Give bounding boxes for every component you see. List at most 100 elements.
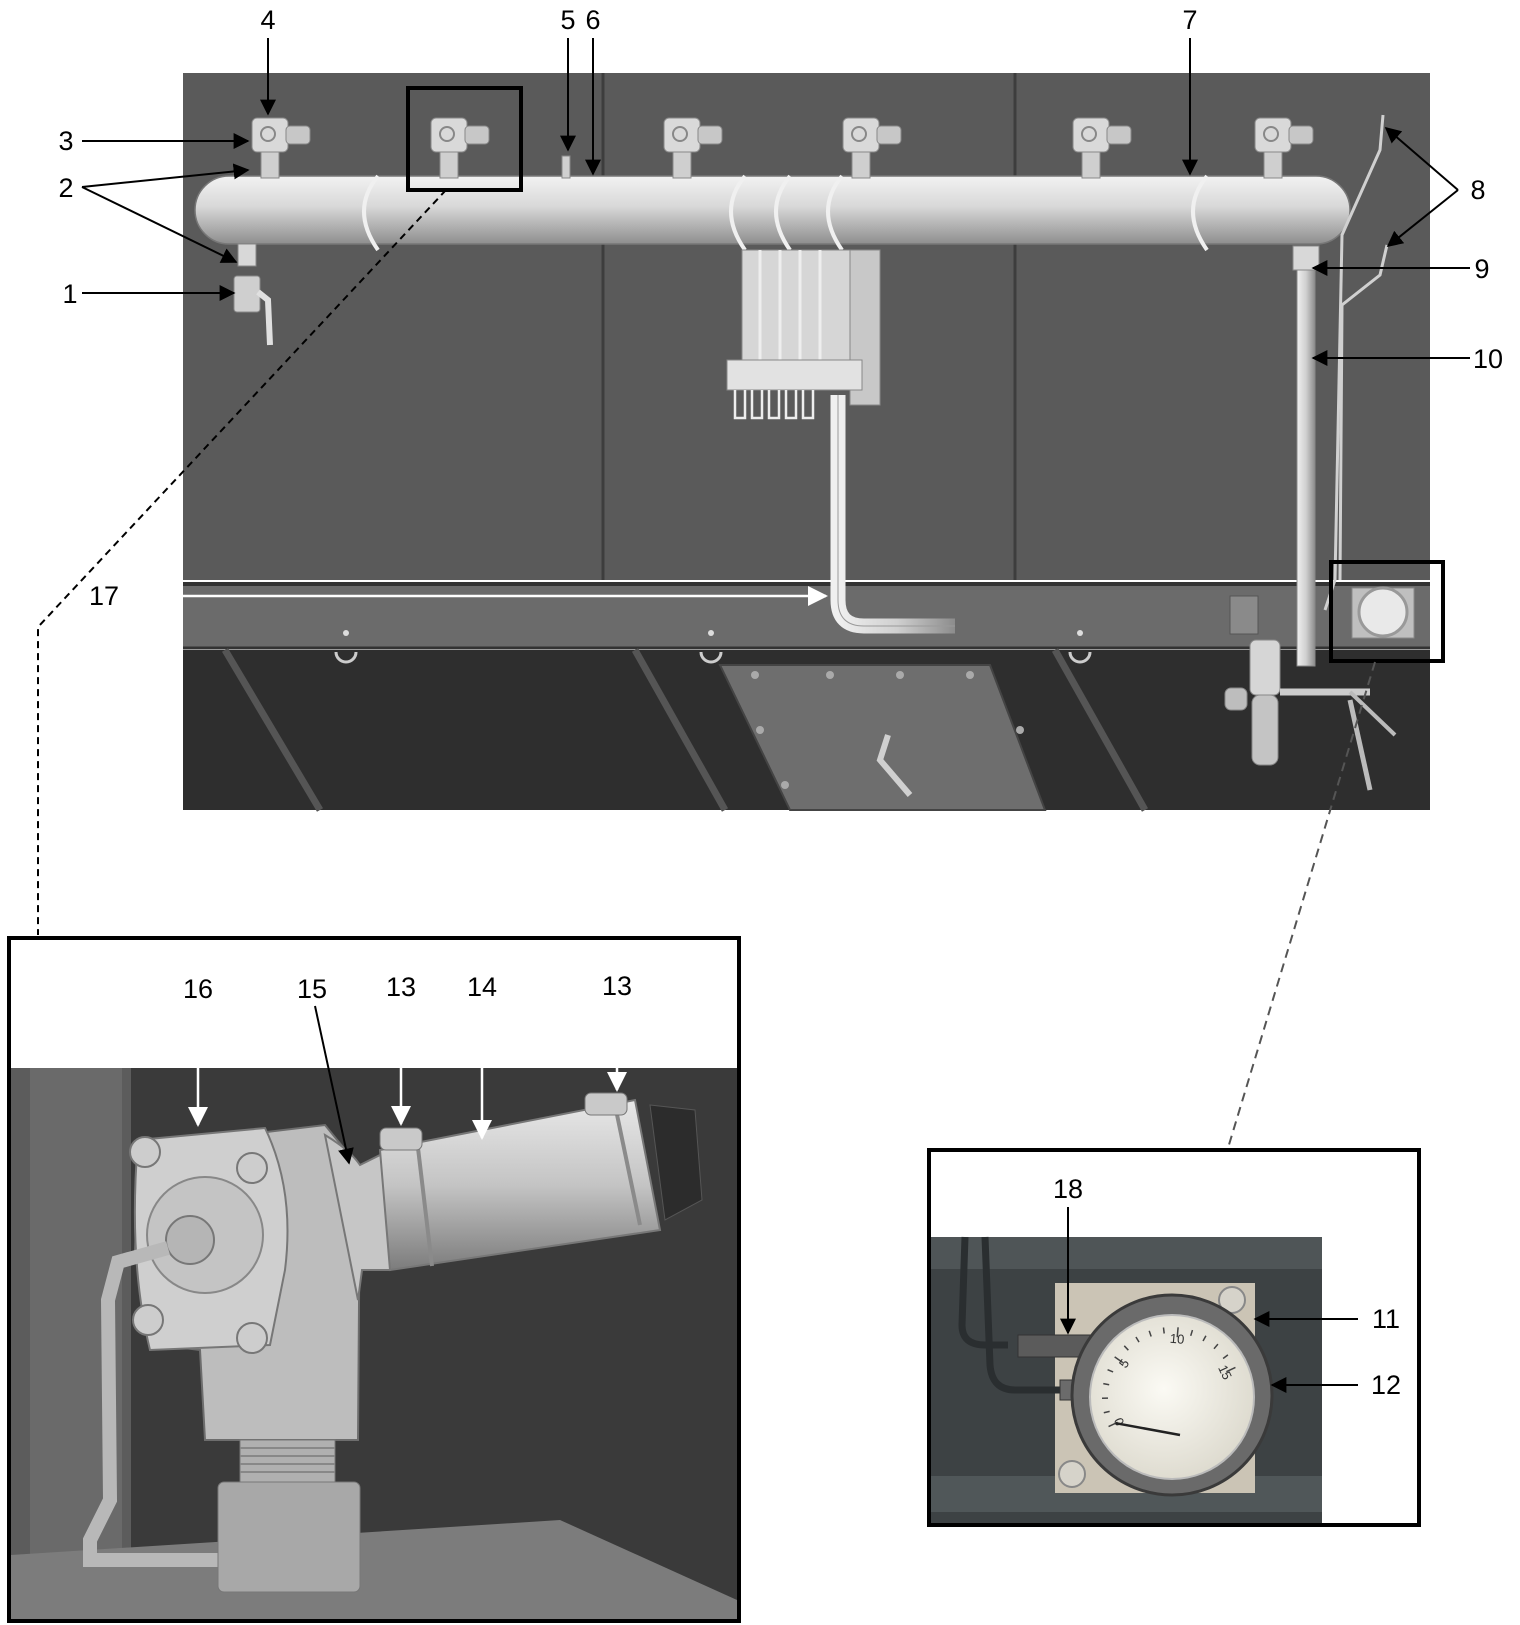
solenoid-end-cap: [649, 1104, 703, 1221]
valve-detail-inset: [7, 936, 741, 1623]
pressure-gauge-small: [1351, 586, 1415, 639]
gauge-tick: [1103, 1382, 1110, 1386]
gauge-tick: [1189, 1329, 1194, 1337]
band-bolt: [343, 630, 349, 636]
valve-neck: [323, 1132, 391, 1301]
mounting-ear: [379, 1127, 423, 1151]
gauge-ticks: [1101, 1327, 1236, 1428]
supply-pipe: [1296, 245, 1316, 667]
pipe-clamp: [1191, 174, 1209, 252]
solenoid-manifold: [726, 359, 863, 391]
plate-bolt: [1218, 1286, 1246, 1314]
solenoid-tubes: [733, 390, 815, 420]
pipe-clamp: [362, 174, 380, 252]
valve-bolt: [236, 1322, 268, 1354]
callouts-main: [81, 38, 1470, 366]
callouts-inset-valve: [188, 1003, 627, 1165]
drain-valve: [233, 243, 273, 346]
callout-13-right: 13: [602, 971, 632, 1001]
gauge-tick: [1213, 1343, 1219, 1350]
door-bolt: [896, 671, 904, 679]
solenoid-band: [613, 1104, 642, 1226]
solenoid-cylinder: [378, 1098, 662, 1272]
detail-box-gauge: [1329, 560, 1445, 663]
hopper-brace: [631, 648, 729, 812]
callout-2: 2: [58, 173, 73, 203]
detail-leader-gauge: [1227, 661, 1376, 1149]
callout-12: 12: [1371, 1370, 1401, 1400]
supply-pipe-fitting: [1292, 245, 1320, 271]
callout-5: 5: [560, 5, 575, 35]
callout-14: 14: [467, 972, 497, 1002]
valve-pilot-port: [165, 1215, 215, 1265]
hopper-brace: [1051, 648, 1149, 812]
gauge-tick: [1202, 1335, 1207, 1342]
filter-regulator: [1224, 639, 1397, 791]
lifting-lug: [334, 651, 358, 664]
callout-18: 18: [1053, 1174, 1083, 1204]
plate-bolt: [1058, 1460, 1086, 1488]
solenoid-band: [416, 1147, 434, 1267]
door-bolt: [751, 671, 759, 679]
gauge-tube: [958, 1236, 1008, 1349]
pipe-clamp: [826, 174, 844, 252]
gauge-tick: [1123, 1345, 1129, 1351]
callout-3: 3: [58, 126, 73, 156]
gauge-scale-label: 10: [1169, 1331, 1185, 1347]
callout-15: 15: [297, 974, 327, 1004]
callout-11: 11: [1372, 1304, 1400, 1334]
junction-box: [1229, 595, 1259, 635]
diaphragm-valve: [1072, 117, 1132, 179]
gauge-tick: [1226, 1366, 1236, 1373]
callout-8: 8: [1470, 175, 1485, 205]
pipe-clamp: [774, 174, 792, 252]
diaphragm-valve: [663, 117, 723, 179]
callout-7: 7: [1182, 5, 1197, 35]
valve-bolt: [132, 1304, 164, 1336]
main-view: [183, 73, 1430, 812]
door-bolt: [781, 781, 789, 789]
lifting-lug: [1068, 651, 1092, 664]
gauge-tick: [1222, 1354, 1229, 1360]
diaphragm-valve: [842, 117, 902, 179]
door-bolt: [756, 726, 764, 734]
inset-header-pipe: [11, 1520, 737, 1619]
gauge-tick: [1114, 1356, 1124, 1364]
gauge-tick: [1103, 1410, 1110, 1414]
gauge-tick: [1107, 1368, 1114, 1373]
nipple-threads: [240, 1447, 335, 1473]
access-door: [718, 664, 1047, 811]
callout-1: 1: [62, 279, 77, 309]
pipe-coupling: [217, 1481, 361, 1593]
pilot-tube-detail: [83, 1241, 225, 1567]
lifting-lug: [699, 651, 723, 664]
callout-10: 10: [1473, 344, 1503, 374]
diaphragm-valve: [1254, 117, 1314, 179]
door-handle: [876, 734, 913, 797]
mounting-ear: [584, 1092, 628, 1116]
header-fitting: [561, 155, 571, 179]
gauge-tick: [1162, 1327, 1165, 1334]
gauge-inset-upper-rail: [931, 1237, 1322, 1269]
pipe-clamp: [729, 174, 747, 252]
gauge-tick: [1135, 1336, 1140, 1343]
gauge-tubing: [1338, 244, 1389, 581]
callouts-inset-gauge: [1060, 1207, 1358, 1393]
gauge-face: [1089, 1314, 1255, 1480]
callout-16: 16: [183, 974, 213, 1004]
door-bolt: [826, 671, 834, 679]
exhaust-pipe-outline: [837, 395, 955, 627]
callout-9: 9: [1474, 254, 1489, 284]
header-pipe: [194, 175, 1351, 245]
band-bolt: [1077, 630, 1083, 636]
valve-bolt: [129, 1136, 161, 1168]
diaphragm-valve: [251, 117, 311, 179]
callout-13-left: 13: [386, 972, 416, 1002]
gauge-tube: [981, 1236, 1075, 1394]
gauge-scale-label: 15: [1215, 1363, 1235, 1382]
band-bolt: [708, 630, 714, 636]
door-bolt: [966, 671, 974, 679]
threaded-nipple: [239, 1439, 336, 1483]
